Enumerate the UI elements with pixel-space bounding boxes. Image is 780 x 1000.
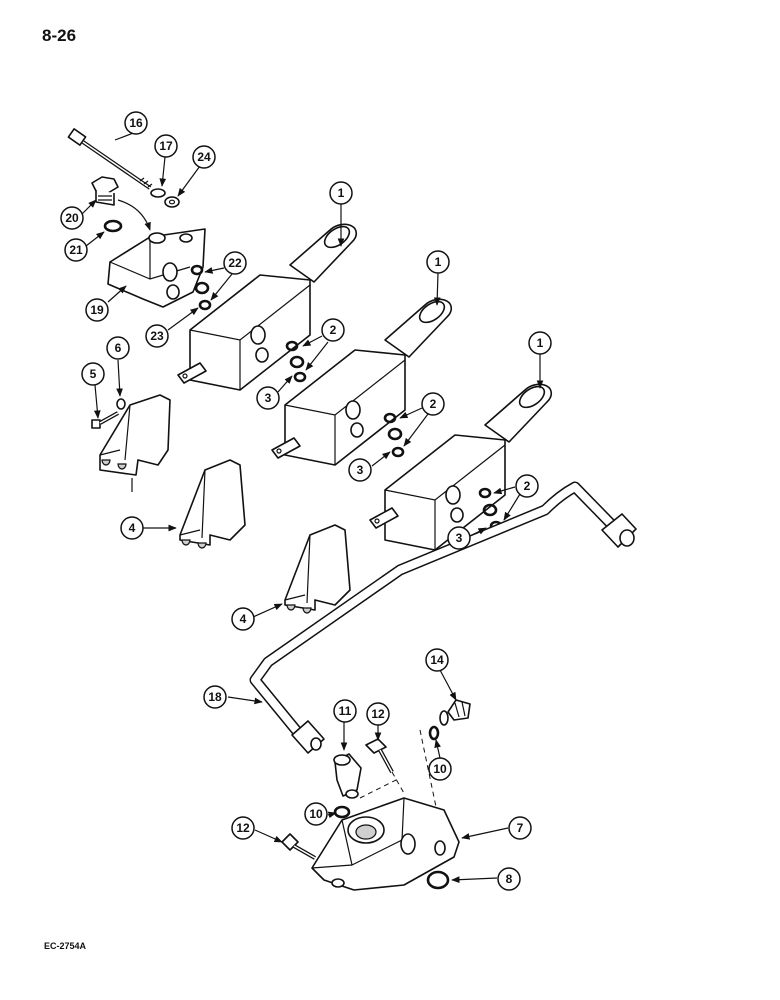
callout-12: 12 — [366, 702, 390, 726]
callout-16: 16 — [124, 111, 148, 135]
callout-20: 20 — [60, 206, 84, 230]
svg-text:17: 17 — [159, 139, 173, 153]
callout-21: 21 — [64, 238, 88, 262]
leader-lines — [81, 131, 544, 884]
screw-part — [91, 411, 119, 429]
svg-text:23: 23 — [150, 329, 164, 343]
tube-part — [249, 481, 637, 754]
svg-text:20: 20 — [65, 211, 79, 225]
callout-4: 4 — [120, 516, 144, 540]
end-cover-part — [107, 228, 206, 308]
svg-text:11: 11 — [339, 704, 352, 718]
callout-17: 17 — [154, 134, 178, 158]
svg-text:16: 16 — [129, 116, 143, 130]
callout-23: 23 — [145, 324, 169, 348]
svg-text:10: 10 — [309, 807, 323, 821]
svg-text:1: 1 — [338, 186, 345, 200]
svg-text:24: 24 — [197, 150, 211, 164]
svg-text:1: 1 — [435, 255, 442, 269]
washer-part — [150, 188, 180, 208]
svg-text:3: 3 — [357, 463, 364, 477]
callout-4: 4 — [231, 607, 255, 631]
callout-18: 18 — [203, 685, 227, 709]
svg-text:2: 2 — [430, 397, 437, 411]
valve-section-part — [177, 223, 553, 551]
callout-6: 6 — [106, 336, 130, 360]
callout-2: 2 — [515, 474, 539, 498]
callout-10: 10 — [428, 757, 452, 781]
callout-10: 10 — [304, 802, 328, 826]
callout-2: 2 — [321, 318, 345, 342]
callout-5: 5 — [81, 362, 105, 386]
callout-3: 3 — [348, 458, 372, 482]
callout-22: 22 — [223, 251, 247, 275]
bracket-part — [99, 394, 351, 614]
o-ring-part — [190, 264, 212, 311]
figure-code: EC-2754A — [44, 941, 87, 951]
callout-1: 1 — [426, 250, 450, 274]
svg-text:8: 8 — [506, 872, 513, 886]
svg-text:1: 1 — [537, 336, 544, 350]
callout-1: 1 — [329, 181, 353, 205]
inlet-cover-part — [311, 797, 460, 891]
o-ring-part — [285, 340, 503, 532]
screw-part — [281, 738, 394, 860]
page-number: 8-26 — [42, 26, 77, 45]
svg-text:12: 12 — [371, 707, 385, 721]
svg-text:21: 21 — [69, 243, 83, 257]
long-bolt-part — [67, 128, 153, 190]
svg-text:2: 2 — [330, 323, 337, 337]
adapter-fitting-part — [439, 699, 471, 726]
svg-text:22: 22 — [228, 256, 242, 270]
callout-12: 12 — [231, 816, 255, 840]
callout-3: 3 — [256, 386, 280, 410]
callout-1: 1 — [528, 331, 552, 355]
callout-24: 24 — [192, 145, 216, 169]
callout-7: 7 — [508, 816, 532, 840]
svg-text:19: 19 — [90, 303, 104, 317]
callout-14: 14 — [425, 648, 449, 672]
svg-text:5: 5 — [90, 367, 97, 381]
svg-text:3: 3 — [265, 391, 272, 405]
svg-text:18: 18 — [208, 690, 222, 704]
svg-text:7: 7 — [517, 821, 524, 835]
callout-3: 3 — [447, 526, 471, 550]
svg-text:10: 10 — [433, 762, 447, 776]
o-ring-part — [426, 870, 450, 890]
svg-text:14: 14 — [430, 653, 444, 667]
svg-text:4: 4 — [129, 521, 136, 535]
elbow-fitting-part — [333, 753, 362, 799]
o-ring-part — [103, 219, 123, 233]
svg-text:6: 6 — [115, 341, 122, 355]
svg-text:4: 4 — [240, 612, 247, 626]
callout-19: 19 — [85, 298, 109, 322]
callout-2: 2 — [421, 392, 445, 416]
svg-text:2: 2 — [524, 479, 531, 493]
seal-part — [428, 725, 440, 741]
callout-11: 11 — [333, 699, 357, 723]
plug-part — [91, 176, 151, 231]
seal-part — [333, 805, 351, 819]
svg-text:3: 3 — [456, 531, 463, 545]
callout-8: 8 — [497, 867, 521, 891]
svg-text:12: 12 — [236, 821, 250, 835]
washer-part — [116, 398, 126, 410]
